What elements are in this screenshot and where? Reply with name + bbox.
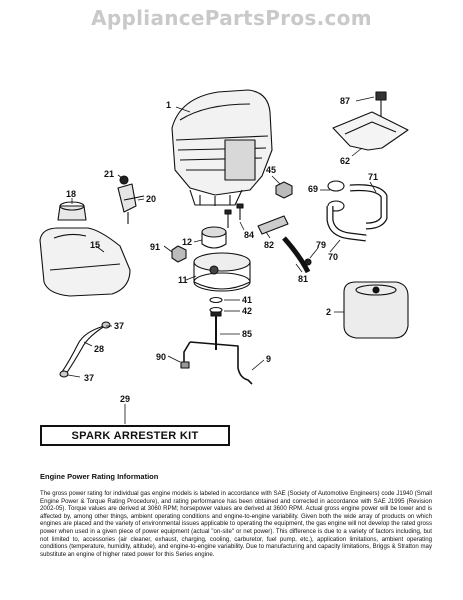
callout-41: 41 <box>242 295 252 305</box>
bolt-part-84[interactable] <box>224 203 244 228</box>
callout-91: 91 <box>150 242 160 252</box>
fitting-part-82[interactable] <box>257 215 289 235</box>
callout-45: 45 <box>266 165 276 175</box>
bolt-part-87[interactable] <box>375 91 387 116</box>
callout-84: 84 <box>244 230 254 240</box>
callout-37-bottom: 37 <box>84 373 94 383</box>
rod-part-9[interactable] <box>183 341 253 385</box>
callout-71: 71 <box>368 172 378 182</box>
callout-90: 90 <box>156 352 166 362</box>
fuel-tank-part-15[interactable] <box>39 227 131 297</box>
callout-20: 20 <box>146 194 156 204</box>
callout-21: 21 <box>104 169 114 179</box>
info-body: The gross power rating for individual ga… <box>40 490 432 558</box>
callout-28: 28 <box>94 344 104 354</box>
muffler-part-2[interactable] <box>343 281 409 339</box>
callout-29: 29 <box>120 394 130 404</box>
callout-18: 18 <box>66 189 76 199</box>
callout-42: 42 <box>242 306 252 316</box>
callout-69: 69 <box>308 184 318 194</box>
heat-shield-part-62[interactable] <box>332 111 409 151</box>
nut-part-90[interactable] <box>180 361 190 369</box>
nut-part-45[interactable] <box>275 181 293 199</box>
info-title: Engine Power Rating Information <box>40 472 159 481</box>
leader-lines <box>67 96 377 424</box>
callout-15: 15 <box>90 240 100 250</box>
callout-85: 85 <box>242 329 252 339</box>
pulley-part-12[interactable] <box>201 226 227 249</box>
throttle-part-21-20[interactable] <box>117 175 145 224</box>
callout-87: 87 <box>340 96 350 106</box>
callout-70: 70 <box>328 252 338 262</box>
hose-part-81[interactable] <box>282 236 311 274</box>
engine-part[interactable] <box>171 89 273 206</box>
nut-part-91[interactable] <box>171 245 187 263</box>
washer-part-41-42[interactable] <box>209 296 223 314</box>
callout-82: 82 <box>264 240 274 250</box>
callout-1: 1 <box>166 100 171 110</box>
watermark: AppliancePartsPros.com <box>91 6 372 30</box>
callout-12: 12 <box>182 237 192 247</box>
callout-11: 11 <box>178 275 188 285</box>
callout-79: 79 <box>316 240 326 250</box>
callout-2: 2 <box>326 307 331 317</box>
clamp-part-37[interactable] <box>59 321 111 378</box>
fuel-cap-part-18[interactable] <box>57 201 87 221</box>
callout-9: 9 <box>266 354 271 364</box>
spark-arrester-kit-label[interactable]: SPARK ARRESTER KIT <box>40 425 230 446</box>
callout-81: 81 <box>298 274 308 284</box>
fuel-line-part-28[interactable] <box>61 323 109 375</box>
callout-62: 62 <box>340 156 350 166</box>
clutch-part-11[interactable] <box>193 252 251 292</box>
exhaust-pipe-part-71[interactable] <box>326 184 388 242</box>
callout-37-top: 37 <box>114 321 124 331</box>
clip-part-79[interactable] <box>304 258 312 266</box>
